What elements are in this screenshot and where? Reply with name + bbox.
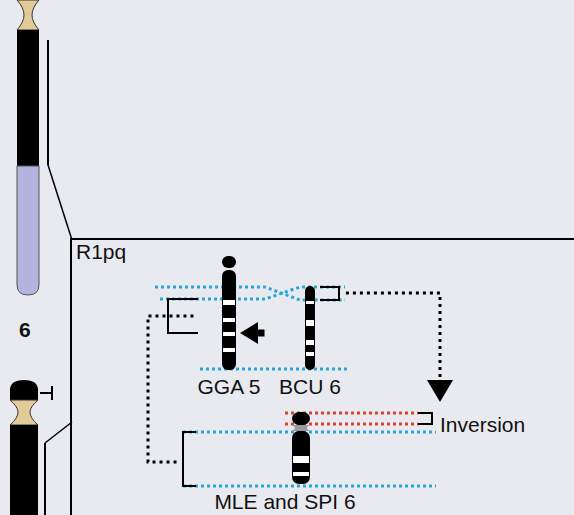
chromosome-band bbox=[292, 431, 310, 484]
chromosome-number: 6 bbox=[19, 318, 31, 341]
chromosome-band bbox=[223, 332, 235, 336]
bracket bbox=[418, 413, 432, 424]
zoom-line bbox=[45, 422, 72, 443]
chromosome-arm bbox=[17, 30, 39, 166]
annotation-label: Inversion bbox=[440, 413, 525, 436]
chromosome-band bbox=[306, 320, 314, 326]
chromosome-band bbox=[293, 456, 309, 463]
region-bar bbox=[47, 40, 49, 165]
zoom-line bbox=[48, 165, 72, 240]
species-label: BCU 6 bbox=[279, 375, 341, 398]
chromosome-band bbox=[292, 412, 310, 425]
homology-line bbox=[183, 485, 436, 488]
panel-heading: R1pq bbox=[76, 240, 126, 263]
species-label: MLE and SPI 6 bbox=[214, 490, 355, 513]
bracket bbox=[168, 299, 198, 333]
chromosome-arm bbox=[10, 380, 38, 400]
chromosome-node: MLE and SPI 6 bbox=[180, 402, 448, 513]
bracket bbox=[320, 287, 339, 300]
chromosome-ideogram bbox=[222, 256, 236, 370]
chromosome-band bbox=[306, 352, 314, 356]
bracket bbox=[183, 432, 196, 486]
chromosome-node: GGA 5 bbox=[193, 256, 264, 398]
chromosome-band bbox=[305, 286, 315, 370]
chromosome-band bbox=[223, 318, 235, 322]
brackets bbox=[168, 287, 432, 486]
chromosome-band bbox=[223, 300, 235, 305]
homology-line bbox=[160, 287, 345, 299]
homology-line bbox=[200, 368, 350, 371]
region-tick bbox=[51, 386, 53, 400]
chromosome-ideogram bbox=[305, 286, 315, 370]
chromosome-band bbox=[306, 340, 314, 345]
transition-arrow bbox=[346, 293, 440, 380]
transition-arrow bbox=[258, 330, 264, 337]
centromere bbox=[10, 400, 38, 425]
chromosome-band bbox=[306, 301, 314, 304]
chromosome-arm bbox=[17, 166, 39, 295]
centromere bbox=[292, 425, 310, 431]
region-bar bbox=[44, 443, 46, 515]
homology-lines bbox=[155, 287, 436, 486]
species-label: GGA 5 bbox=[197, 375, 260, 398]
centromere bbox=[17, 0, 39, 30]
region-tick bbox=[40, 392, 52, 394]
inversion-lines bbox=[285, 413, 418, 424]
chromosome-band bbox=[223, 348, 235, 352]
chromosome-arm bbox=[10, 425, 38, 515]
chromosome-band bbox=[222, 256, 236, 268]
homology-link bbox=[148, 316, 193, 462]
chromosome-band bbox=[293, 472, 309, 476]
chromosome-band bbox=[222, 270, 236, 370]
chromosome-ideogram bbox=[292, 412, 310, 484]
chromosome-node: BCU 6 bbox=[276, 282, 346, 398]
inset-panel: R1pqGGA 5 BCU 6 MLE and SPI 6 bbox=[70, 238, 574, 515]
